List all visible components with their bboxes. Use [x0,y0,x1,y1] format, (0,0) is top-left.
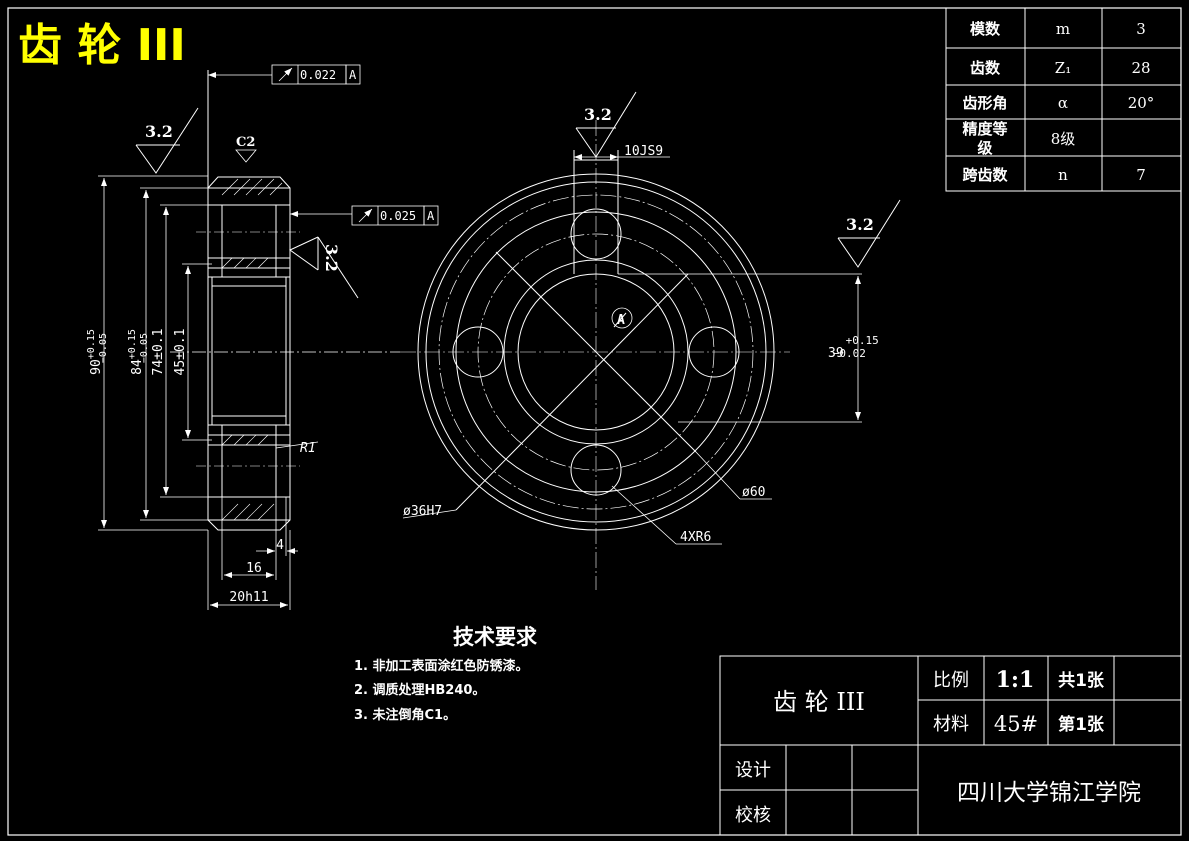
dim-84: 84 [130,359,145,375]
runout-tolerance-2: 0.025 A [290,205,439,226]
dim-20h11: 20h11 [229,590,268,605]
dim-90-tol-lower: −0.05 [98,333,109,363]
param-label: 模数 [970,20,1001,38]
roughness-symbol-side [289,236,359,299]
tolerance-value: 0.022 [300,68,336,82]
dim-90-tol-upper: +0.15 [86,329,97,359]
param-value: 7 [1136,166,1146,184]
drawing-title: 齿 轮 III [18,20,186,71]
param-symbol: n [1058,166,1068,184]
svg-text:84+0.15−0.05: 84+0.15−0.05 [127,329,150,375]
datum-reference: A [427,209,435,223]
roughness-value: 3.2 [846,215,874,234]
param-label: 跨齿数 [962,166,1008,184]
tech-requirement-item: 1. 非加工表面涂红色防锈漆。 [354,658,529,674]
front-view [400,120,790,590]
dim-39-lines [618,273,862,423]
tolerance-value: 0.025 [380,209,416,223]
param-value: 20° [1128,94,1155,112]
title-block [719,655,1182,836]
tech-requirement-item: 3. 未注倒角C1。 [354,707,456,723]
tech-requirement-item: 2. 调质处理HB240。 [354,682,485,698]
dim-16: 16 [246,561,262,576]
sheet-number: 第1张 [1058,714,1105,735]
dim-r1: R1 [300,441,316,456]
dim-39: 39+0.15−0.02 [828,334,879,361]
datum-reference: A [349,68,357,82]
dim-74: 74±0.1 [151,329,166,376]
param-value: 3 [1136,20,1146,38]
dim-keyway: 10JS9 [624,144,663,159]
param-symbol: α [1058,94,1068,112]
dim-39-value: 39 [828,346,844,361]
roughness-symbol-right [837,199,901,268]
scale-label: 比例 [933,670,969,691]
roughness-symbol-left [135,107,199,174]
checker-label: 校核 [735,805,771,826]
school-name: 四川大学锦江学院 [957,780,1141,806]
roughness-value: 3.2 [584,105,612,124]
param-label: 级 [977,139,993,157]
front-view-leaders [402,451,772,545]
tech-requirements-heading: 技术要求 [453,625,537,649]
section-view [170,70,400,531]
param-label: 齿形角 [962,94,1007,112]
param-symbol: Z₁ [1055,59,1071,77]
designer-label: 设计 [735,760,771,781]
dim-90: 90 [89,359,104,375]
vertical-dimension-labels: 90+0.15−0.05 84+0.15−0.05 74±0.1 45±0.1 [86,329,188,376]
runout-tolerance-1: 0.022 A [208,64,361,85]
roughness-value: 3.2 [322,244,341,272]
section-hatch [221,178,283,521]
material-value: 45# [994,712,1038,736]
dim-phi36: ø36H7 [403,504,442,519]
datum-a-marker: A [611,307,633,329]
dim-39-tol-lower: −0.02 [833,347,866,360]
param-label: 精度等 [962,120,1007,138]
parameter-table-cells: 模数 m 3 齿数 Z₁ 28 齿形角 α 20° 精度等 级 8级 跨齿数 n… [962,20,1154,184]
sheet-border [7,7,1182,836]
gear-parameter-table [945,7,1182,192]
dim-holes: 4XR6 [680,530,711,545]
param-symbol: 8级 [1051,130,1076,148]
chamfer-c2: C2 [236,135,255,150]
horizontal-dimensions [207,497,298,610]
dim-39-tol-upper: +0.15 [846,334,879,347]
part-name: 齿 轮 III [773,688,865,716]
roughness-value: 3.2 [145,122,173,141]
param-value: 28 [1131,59,1150,77]
sheets-total: 共1张 [1058,671,1105,691]
svg-text:90+0.15−0.05: 90+0.15−0.05 [86,329,109,375]
dim-phi60: ø60 [742,485,765,500]
dim-4: 4 [276,538,284,553]
dim-45: 45±0.1 [173,329,188,376]
dim-84-tol-lower: −0.05 [139,333,150,363]
vertical-dimensions [98,175,212,531]
chamfer-marker [235,149,257,163]
scale-value: 1:1 [996,667,1035,693]
param-label: 齿数 [970,59,1001,77]
title-block-text: 齿 轮 III 比例 1:1 共1张 材料 45# 第1张 设计 校核 四川大学… [735,667,1141,826]
horizontal-dimension-labels: 20h11 16 4 [229,538,284,605]
material-label: 材料 [933,714,969,735]
dim-84-tol-upper: +0.15 [127,329,138,359]
datum-label: A [617,313,625,328]
r1-leader [275,441,319,449]
param-symbol: m [1056,20,1070,38]
